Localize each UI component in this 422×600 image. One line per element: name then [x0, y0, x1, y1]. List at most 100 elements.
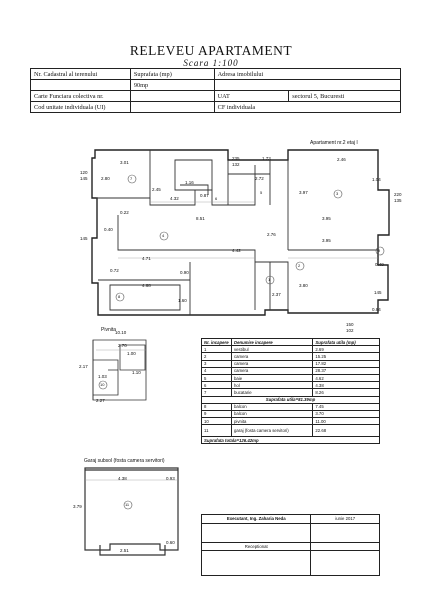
total-row: Suprafata totala=126.42mp [201, 436, 380, 445]
dimension-label: 150 [346, 322, 354, 327]
table-cell: hol [230, 381, 314, 390]
dimension-label: 135 [394, 198, 402, 203]
table-cell: 4.62 [312, 373, 380, 383]
receptionat-label: Receptionat [200, 541, 312, 551]
blank-cell [310, 550, 380, 576]
table-cell: 11 [201, 424, 232, 438]
room-number: 3 [336, 191, 339, 196]
dimension-label: 132 [232, 162, 240, 167]
header-cell: Cod unitate individuala (UI) [30, 101, 131, 113]
table-cell: 1 [201, 345, 232, 354]
table-cell: baie [230, 373, 314, 383]
table-cell: 10 [201, 417, 232, 426]
garage-section-label: Garaj subsol (fosta camera servitori) [84, 458, 165, 464]
dimension-label: 2.17 [79, 364, 88, 369]
dimension-label: 1.04 [372, 177, 381, 182]
table-cell: balcon [230, 409, 314, 419]
table-cell: 28.37 [312, 366, 380, 375]
dimension-label: 235 [232, 156, 240, 161]
table-cell: 2.69 [312, 345, 380, 354]
blank-cell [310, 522, 380, 543]
dimension-label: 4.32 [170, 196, 179, 201]
dimension-label: 0.84 [372, 307, 381, 312]
subtotal-cell: Suprafata utila=81.39mp [201, 395, 380, 404]
executant-label: Executant, Ing. Zaharia Neda [200, 514, 312, 524]
table-cell: camera [230, 352, 314, 361]
dimension-label: 0.72 [110, 268, 119, 273]
receptionat-row: Receptionat [200, 541, 380, 551]
dimension-label: 1.16 [185, 180, 194, 185]
dimension-label: 4.68 [142, 283, 151, 288]
rooms-table-header: Nr. incapere Denumire incapere Suprafata… [201, 337, 380, 347]
room-number: 1 [268, 277, 271, 282]
dimension-label: 0.60 [166, 540, 175, 545]
subtotal-row: Suprafata utila=81.39mp [201, 395, 380, 404]
table-cell: 8.26 [312, 388, 380, 397]
table-cell: 22.68 [312, 424, 380, 438]
storage-plan-walls [92, 339, 147, 401]
dimension-label: 0.40 [375, 262, 384, 267]
header-table: Nr. Cadastral al terenului Suprafata (mp… [30, 68, 402, 113]
table-cell: balcon [230, 402, 314, 411]
dimension-label: 2.46 [337, 157, 346, 162]
column-header: Suprafata utila (mp) [312, 337, 380, 347]
dimension-label: 0.40 [104, 227, 113, 232]
signature-area [200, 522, 312, 543]
storage-section-label: Pivnita [101, 327, 117, 333]
table-cell: 3.70 [312, 409, 380, 419]
table-cell: bucatarie [230, 388, 314, 397]
executant-row: Executant, Ing. Zaharia Neda iunie 2017 [200, 514, 380, 524]
blank-cell [310, 541, 380, 551]
apartment-inner-walls [96, 150, 378, 315]
dimension-label: 3.79 [73, 504, 82, 509]
dimension-label: 1.10 [132, 370, 141, 375]
table-cell: 7.45 [312, 402, 380, 411]
table-cell: garaj (fosta camera servitori) [230, 424, 314, 438]
table-cell: 17.82 [312, 359, 380, 368]
table-cell: 2 [201, 352, 232, 361]
dimension-label: 102 [346, 328, 354, 333]
header-row: Nr. Cadastral al terenului Suprafata (mp… [30, 68, 402, 80]
dimension-label: 4.71 [142, 256, 151, 261]
dimension-label: 220 [394, 192, 402, 197]
dimension-label: 2.72 [255, 176, 264, 181]
dimension-label: 1.03 [98, 374, 107, 379]
date-label: iunie 2017 [310, 514, 380, 524]
rooms-table: Nr. incapere Denumire incapere Suprafata… [201, 337, 380, 445]
dimension-guides [85, 201, 378, 481]
dimension-label: 2.45 [152, 187, 161, 192]
room-number: 10 [100, 382, 105, 387]
room-number: 8 [118, 294, 121, 299]
dimension-label: 2.76 [267, 232, 276, 237]
dimension-label: 3.97 [299, 190, 308, 195]
dimension-label: 2.37 [272, 292, 281, 297]
scale-label: Scara 1:100 [183, 58, 239, 68]
table-cell: 3 [201, 359, 232, 368]
table-cell: 4 [201, 366, 232, 375]
table-cell: pivnita [230, 417, 314, 426]
total-cell: Suprafata totala=126.42mp [201, 436, 380, 445]
room-number: 4 [162, 233, 165, 238]
room-number: 2 [298, 263, 301, 268]
apartment-floor-label: Apartament nr.2 etaj I [310, 140, 358, 146]
dimension-label: 145 [80, 176, 88, 181]
dimension-label: 0.22 [120, 210, 129, 215]
dimension-label: 0.90 [180, 270, 189, 275]
dimension-label: 2.70 [118, 343, 127, 348]
header-row: Cod unitate individuala (UI) CF individu… [30, 101, 402, 113]
table-cell: camera [230, 359, 314, 368]
dimension-label: 4.42 [232, 248, 241, 253]
blank-row [200, 522, 380, 543]
dimension-label: 145 [80, 236, 88, 241]
